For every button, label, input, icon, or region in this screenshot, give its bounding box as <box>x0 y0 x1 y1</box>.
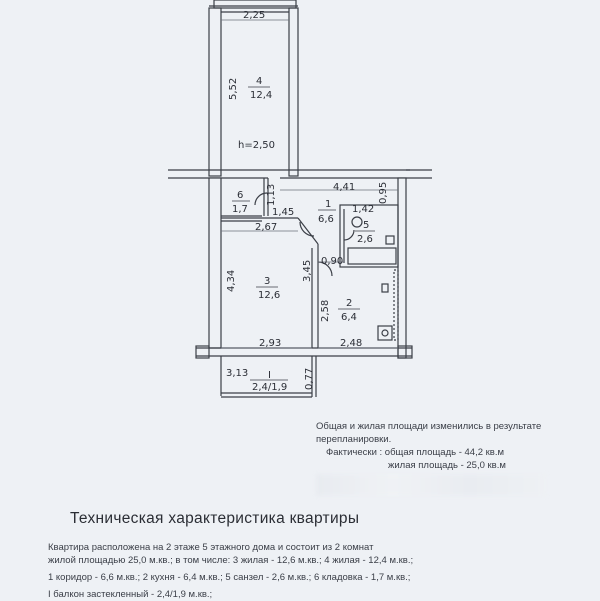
top-frame <box>213 0 297 9</box>
dim-3-45: 3,45 <box>302 260 313 282</box>
bathroom-walls <box>339 204 399 268</box>
wall-room4-right <box>288 7 299 177</box>
description-line-1: Квартира расположена на 2 этаже 5 этажно… <box>48 542 374 553</box>
room-1-number: 1 <box>325 199 331 210</box>
dim-4-41: 4,41 <box>333 182 355 193</box>
description-line-3: 1 коридор - 6,6 м.кв.; 2 кухня - 6,4 м.к… <box>48 572 411 583</box>
dim-2-25: 2,25 <box>243 10 265 21</box>
room3-diag <box>297 217 319 245</box>
document-title: Техническая характеристика квартиры <box>70 510 360 527</box>
dim-4-34: 4,34 <box>226 270 237 292</box>
note-line-1: Общая и жилая площади изменились в резул… <box>316 421 542 432</box>
room-2-area: 6,4 <box>341 312 357 323</box>
room-4-number: 4 <box>256 76 262 87</box>
lower-wall-right-cap <box>397 345 413 359</box>
right-exterior-wall <box>397 177 407 359</box>
room-5-number: 5 <box>363 220 369 231</box>
stove <box>377 325 393 341</box>
room-3-number: 3 <box>264 276 270 287</box>
room-1-area: 6,6 <box>318 214 334 225</box>
dim-1-13: 1,13 <box>266 184 277 206</box>
door-arc-room3 <box>299 221 315 237</box>
dim-5-52: 5,52 <box>228 78 239 100</box>
note-line-2: перепланировки. <box>316 434 392 445</box>
balcony-area: 2,4/1,9 <box>252 382 287 393</box>
description-line-4: I балкон застекленный - 2,4/1,9 м.кв.; <box>48 589 213 600</box>
sink-kitchen <box>381 283 389 293</box>
dim-0-77: 0,77 <box>304 368 315 390</box>
dim-2-67: 2,67 <box>255 222 277 233</box>
bathtub <box>347 247 397 265</box>
stove-burner <box>381 329 389 337</box>
dim-0-95: 0,95 <box>378 182 389 204</box>
room-3-area: 12,6 <box>258 290 280 301</box>
dim-2-58: 2,58 <box>320 300 331 322</box>
room-2-number: 2 <box>346 298 352 309</box>
dim-height: h=2,50 <box>238 140 275 151</box>
note-line-4: жилая площадь - 25,0 кв.м <box>388 460 506 471</box>
room-4-area: 12,4 <box>250 90 272 101</box>
room-6-area: 1,7 <box>232 204 248 215</box>
dim-2-48: 2,48 <box>340 338 362 349</box>
wall-room4-left <box>208 7 222 177</box>
dim-0-90: 0,90 <box>321 256 343 267</box>
description-line-2: жилой площадью 25,0 м.кв.; в том числе: … <box>48 555 414 566</box>
lower-wall-left-cap <box>195 345 210 359</box>
redacted-area <box>316 474 546 496</box>
room-6-number: 6 <box>237 190 243 201</box>
dim-1-45: 1,45 <box>272 207 294 218</box>
dim-1-42: 1,42 <box>352 204 374 215</box>
radiator-right <box>393 269 399 341</box>
balcony-number: I <box>268 370 271 381</box>
left-exterior-wall <box>208 177 222 349</box>
door-arc-corridor <box>254 192 268 206</box>
note-line-3: Фактически : общая площадь - 44,2 кв.м <box>326 447 505 458</box>
dim-2-93: 2,93 <box>259 338 281 349</box>
door-arc-bath <box>343 229 355 241</box>
dim-3-13: 3,13 <box>226 368 248 379</box>
toilet-fixture <box>385 235 395 245</box>
room-5-area: 2,6 <box>357 234 373 245</box>
floor-plan: 2,25 5,52 h=2,50 4,41 0,95 1,13 1,45 1,4… <box>168 0 432 398</box>
sink-fixture <box>351 216 363 228</box>
